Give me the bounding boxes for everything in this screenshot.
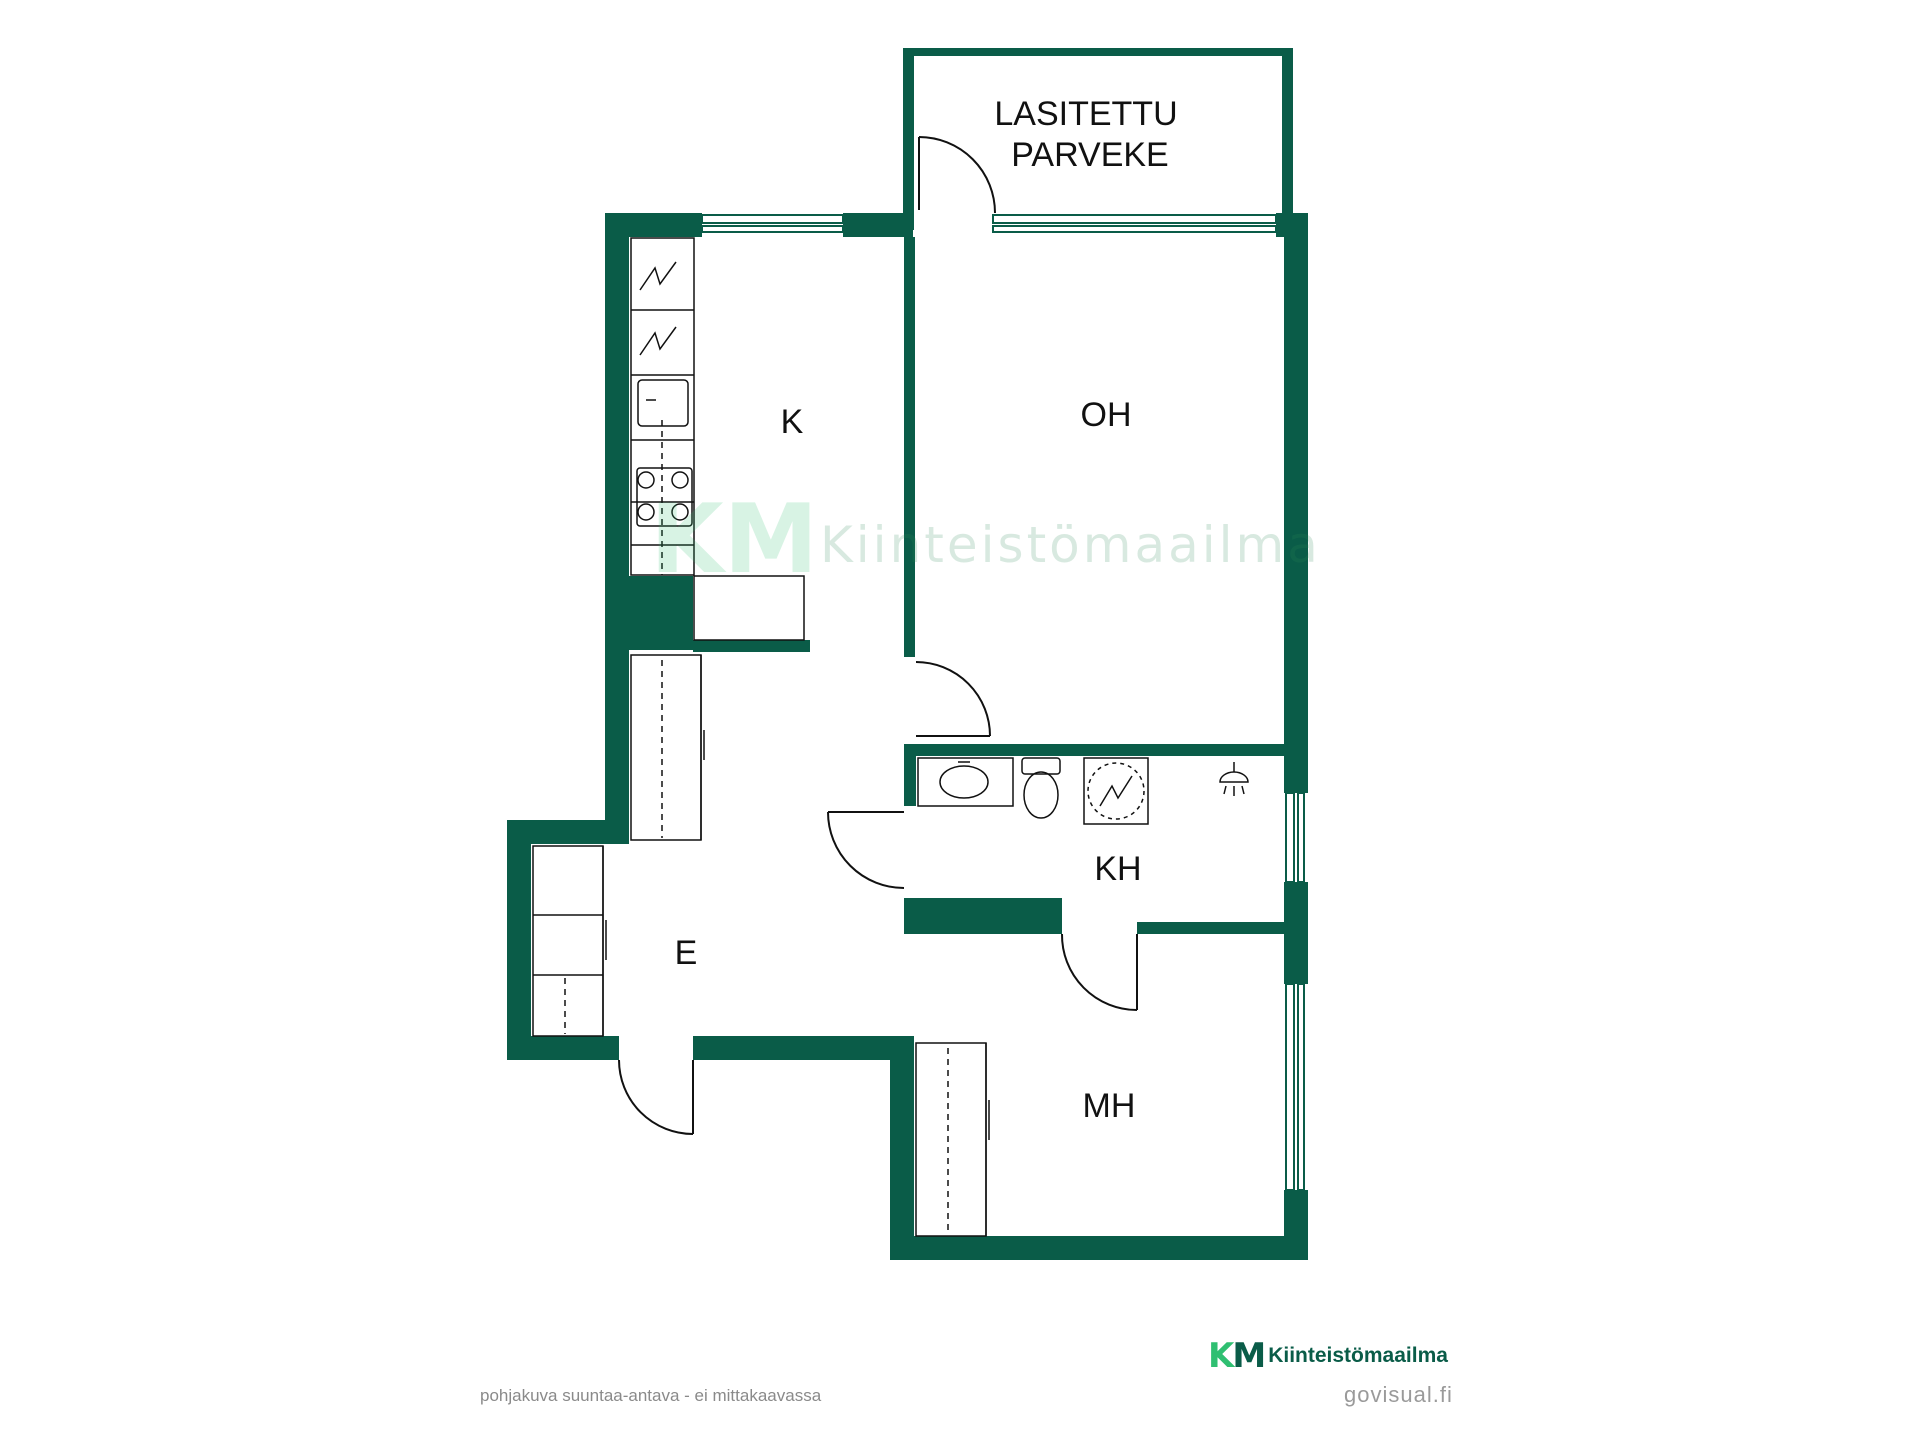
room-label-balcony-line1: LASITETTU <box>994 95 1177 133</box>
kitchen-fixtures <box>532 237 990 1237</box>
brand-logo-m: M <box>1232 1336 1266 1376</box>
doors <box>618 136 1138 1135</box>
watermark-name: Kiinteistömaailma <box>820 516 1321 574</box>
room-label-bedroom: MH <box>1083 1087 1136 1125</box>
walls <box>507 48 1308 1260</box>
watermark: KM Kiinteistömaailma <box>650 485 1321 595</box>
windows <box>701 214 1305 1191</box>
brand-name: Kiinteistömaailma <box>1268 1344 1448 1367</box>
brand-logo-k: K <box>1208 1336 1234 1376</box>
room-label-entrance: E <box>675 934 698 972</box>
watermark-logo: KM <box>650 485 818 595</box>
room-label-living: OH <box>1081 396 1132 434</box>
room-label-kitchen: K <box>781 403 804 441</box>
bathroom-fixtures <box>917 757 1249 825</box>
brand-logo: KM Kiinteistömaailma <box>1208 1336 1448 1376</box>
room-label-bathroom: KH <box>1094 850 1141 888</box>
brand-logo-mark: KM <box>1208 1336 1266 1376</box>
room-labels: LASITETTU PARVEKE K OH KH E MH <box>675 95 1178 1125</box>
credit-text: govisual.fi <box>1344 1382 1453 1407</box>
disclaimer-note: pohjakuva suuntaa-antava - ei mittakaava… <box>480 1386 822 1405</box>
room-label-balcony-line2: PARVEKE <box>1011 136 1168 174</box>
